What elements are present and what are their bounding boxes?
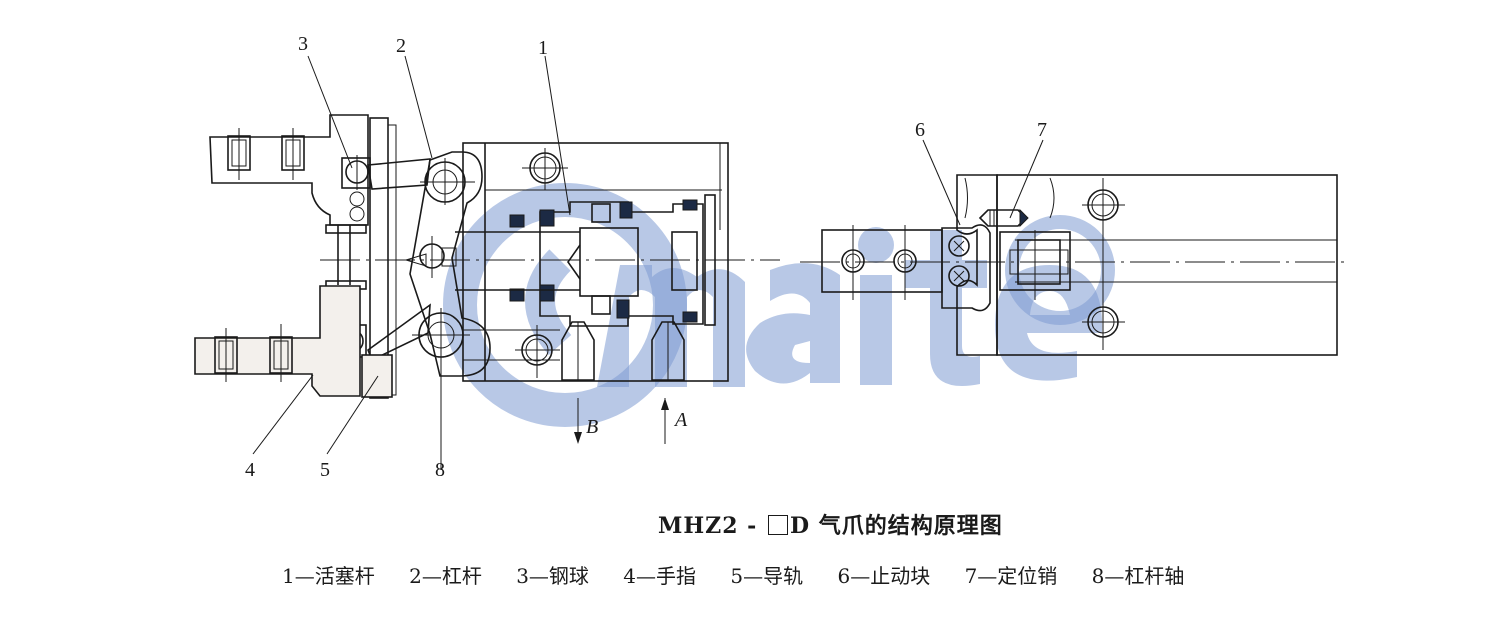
port-a-label: A [673,409,688,431]
callout-6: 6 [915,119,925,141]
left-sectional-view [194,114,780,470]
parts-legend: 1—活塞杆 2—杠杆 3—钢球 4—手指 5—导轨 6—止动块 7—定位销 8—… [282,560,1212,589]
watermark [443,183,1115,427]
right-top-view [800,174,1345,356]
port-b-label: B [586,416,598,438]
legend-item: 8—杠杆轴 [1091,564,1185,588]
callout-8: 8 [435,459,445,481]
callout-1: 1 [538,37,548,59]
title-prefix: MHZ2 - [658,513,758,539]
legend-item: 4—手指 [623,564,697,588]
legend-item: 5—导轨 [730,564,804,588]
callout-7: 7 [1037,119,1047,141]
legend-item: 3—钢球 [516,564,589,588]
model-placeholder-box [767,515,788,535]
leader-lines [252,55,1044,455]
callout-2: 2 [396,35,406,57]
legend-item: 1—活塞杆 [282,564,375,588]
legend-item: 7—定位销 [964,564,1058,588]
callout-3: 3 [298,33,308,55]
callout-4: 4 [245,459,255,481]
legend-item: 2—杠杆 [409,564,482,588]
title-suffix: D 气爪的结构原理图 [789,513,1003,539]
figure-title: MHZ2 - D 气爪的结构原理图 [658,508,1003,540]
callout-5: 5 [320,459,330,481]
legend-item: 6—止动块 [837,564,931,588]
